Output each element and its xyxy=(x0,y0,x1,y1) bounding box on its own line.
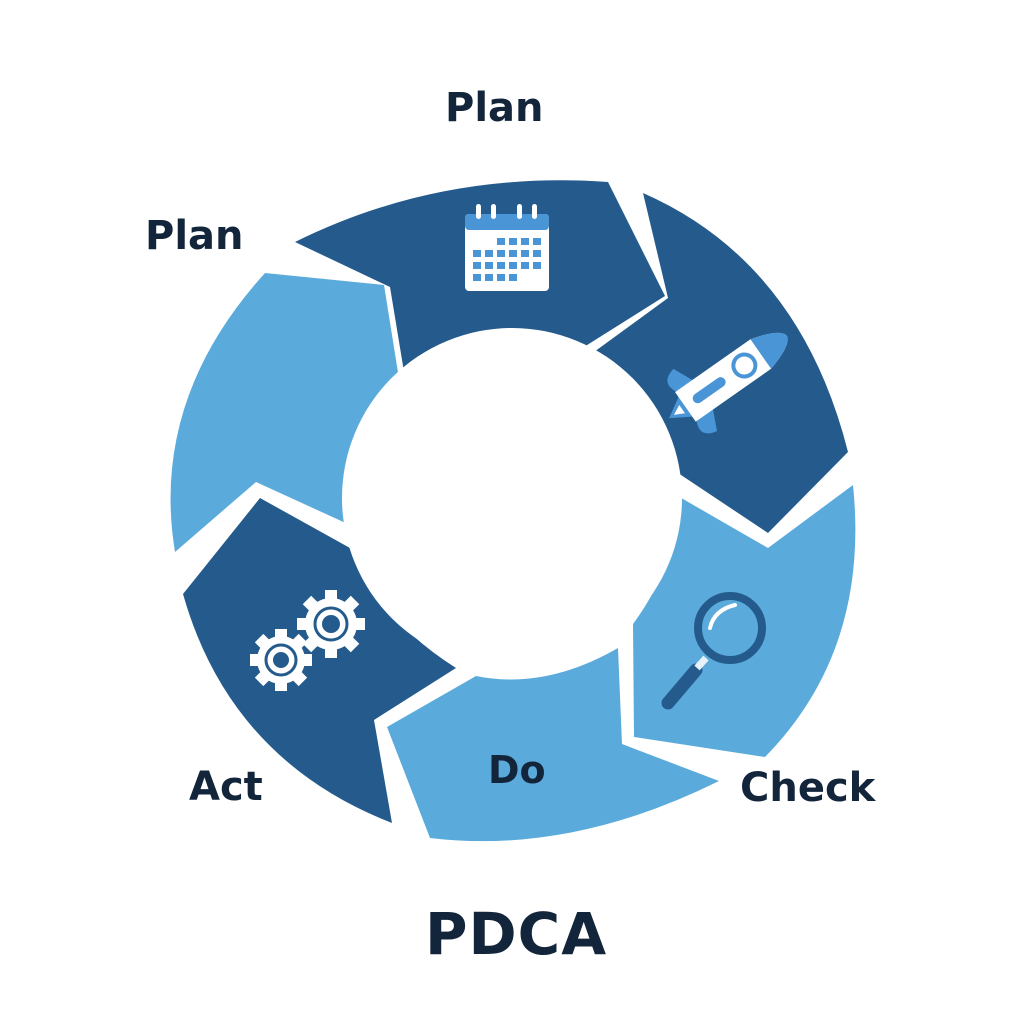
segment-rocket-upper-right xyxy=(583,193,848,533)
segment-act-lower-left xyxy=(183,498,456,823)
segment-do-bottom xyxy=(387,648,719,842)
label-act: Act xyxy=(189,764,263,810)
magnifier-icon xyxy=(661,592,766,710)
label-plan-top: Plan xyxy=(445,85,544,131)
rocket-icon xyxy=(667,332,788,434)
diagram-title: PDCA xyxy=(425,900,608,968)
label-plan-left: Plan xyxy=(145,213,244,259)
calendar-icon xyxy=(465,204,549,291)
label-do: Do xyxy=(488,748,546,792)
label-check: Check xyxy=(740,765,876,811)
segment-plan-left xyxy=(170,273,400,552)
